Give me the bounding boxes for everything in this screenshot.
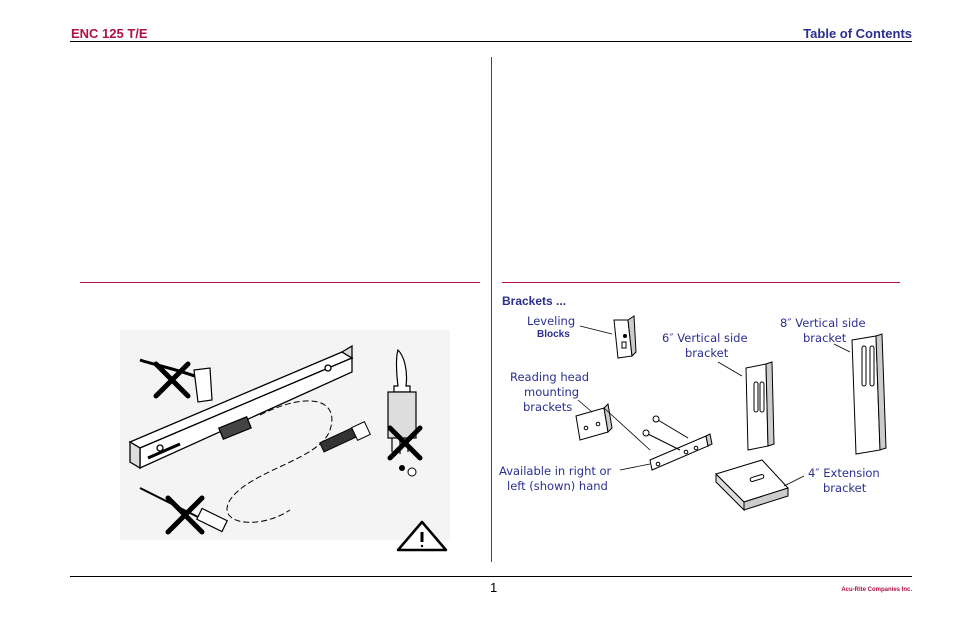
brackets-illustration [500,312,900,512]
handling-precautions-illustration [120,330,450,552]
hammer-icon [139,358,213,403]
blocks-caption: Blocks [537,329,570,340]
available-caption-line1: Available in right or [499,464,612,478]
extension-caption-line1: 4″ Extension [808,466,880,480]
cable-connector [319,421,371,453]
warning-triangle-icon [396,520,448,552]
vertical-bracket-8in [851,333,887,455]
right-section-rule [502,282,900,283]
extension-caption-line2: bracket [823,481,867,495]
footer-divider [70,576,912,577]
reading-head-mounting-bracket [575,402,613,441]
prohibited-x-icon [165,495,205,535]
leveling-block [613,315,637,359]
drops-icon [399,465,417,477]
header-divider [70,41,912,42]
column-divider [491,57,492,562]
long-mounting-bracket [649,433,713,471]
document-model-title: ENC 125 T/E [71,26,148,41]
reading-head-caption-line3: brackets [523,400,573,414]
scale-cable [226,400,333,523]
reading-head-caption-line2: mounting [524,385,580,399]
prohibited-x-icon [153,361,191,399]
vertical6-caption-line2: bracket [685,346,729,360]
prohibited-x-icon [387,425,423,461]
table-of-contents-link[interactable]: Table of Contents [803,26,912,41]
page-number: 1 [490,580,498,595]
linear-scale-illustration [128,344,354,470]
vertical8-caption-line2: bracket [803,331,847,345]
callout-leaders [577,325,851,487]
leveling-caption: Leveling [527,314,576,328]
company-name: Acu-Rite Companies Inc. [841,587,912,593]
vertical6-caption-line1: 6″ Vertical side [662,331,748,345]
vertical8-caption-line1: 8″ Vertical side [780,316,866,330]
extension-bracket-4in [715,459,789,512]
section-title: Brackets ... [502,294,567,308]
mounting-screws [642,415,689,451]
available-caption-line2: left (shown) hand [507,479,608,493]
reading-head-caption-line1: Reading head [510,370,590,384]
vertical-bracket-6in [745,361,775,451]
left-section-rule [80,282,480,283]
